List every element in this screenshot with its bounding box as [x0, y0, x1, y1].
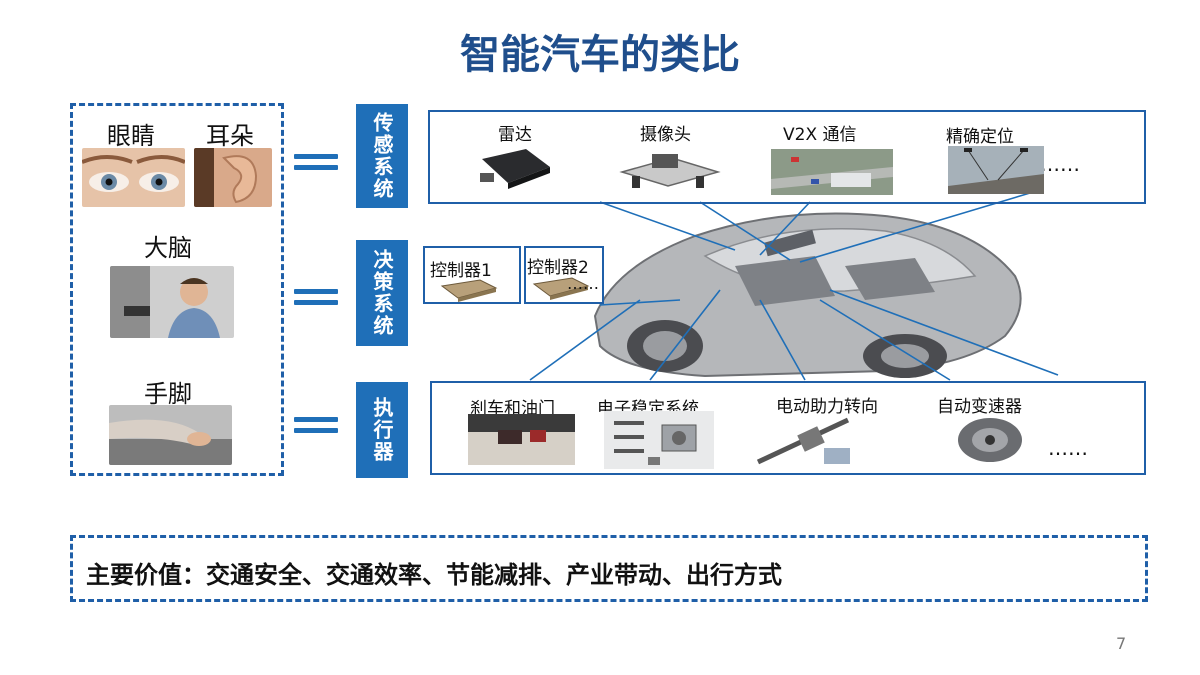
actuators-panel: [430, 381, 1146, 475]
actuator-gearbox-label: 自动变速器: [937, 397, 1022, 417]
controllers-more: ……: [567, 274, 599, 293]
system-sensing-label: 传感系统: [356, 104, 408, 208]
eps-image: [748, 412, 860, 470]
controller-2-image: [532, 276, 590, 300]
limbs-photo: [109, 405, 232, 465]
label-ears: 耳朵: [206, 122, 254, 150]
v2x-image: [771, 149, 893, 195]
label-eyes: 眼睛: [107, 122, 155, 150]
sensor-positioning-label: 精确定位: [946, 127, 1014, 147]
actuator-eps-label: 电动助力转向: [776, 397, 878, 417]
page-number: 7: [1116, 634, 1127, 653]
value-statement-box: [70, 535, 1148, 602]
esc-image: [604, 411, 714, 469]
controller-2-label: 控制器2: [527, 258, 589, 278]
sensor-v2x-label: V2X 通信: [783, 125, 857, 145]
ear-photo: [194, 148, 272, 207]
system-actuation-label: 执行器: [356, 382, 408, 478]
human-analogy-box: [70, 103, 284, 476]
car-illustration: [585, 196, 1035, 386]
controller-1-image: [440, 278, 498, 302]
equals-icon: [294, 417, 338, 435]
equals-icon: [294, 289, 338, 307]
eyes-photo: [82, 148, 185, 207]
page-title: 智能汽车的类比: [460, 32, 740, 78]
camera-image: [612, 146, 724, 192]
system-decision-label: 决策系统: [356, 240, 408, 346]
actuators-more: ……: [1048, 436, 1088, 460]
value-statement: 主要价值：交通安全、交通效率、节能减排、产业带动、出行方式: [86, 561, 782, 589]
brake-image: [468, 414, 575, 465]
sensor-camera-label: 摄像头: [640, 125, 691, 145]
positioning-image: [948, 146, 1044, 194]
label-limbs: 手脚: [144, 380, 192, 408]
sensor-radar-label: 雷达: [498, 125, 532, 145]
label-brain: 大脑: [144, 234, 192, 262]
equals-icon: [294, 154, 338, 172]
radar-image: [474, 143, 554, 193]
brain-photo: [110, 266, 234, 338]
sensors-more: ……: [1040, 152, 1080, 176]
controller-1-label: 控制器1: [430, 261, 492, 281]
gearbox-image: [950, 414, 1034, 466]
sensors-panel: [428, 110, 1146, 204]
